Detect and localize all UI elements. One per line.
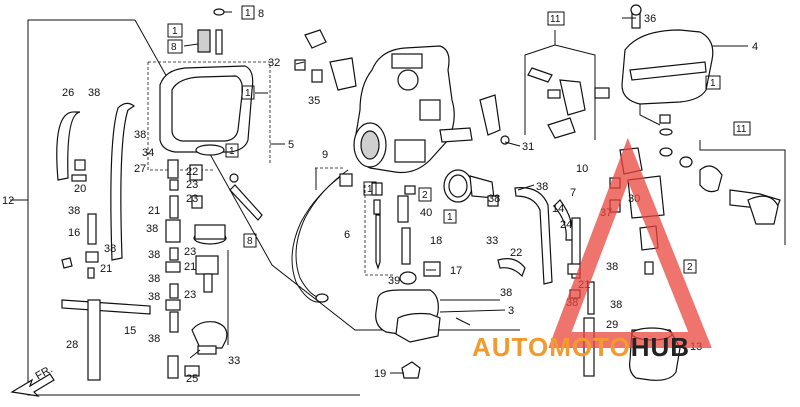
label-38-i: 38 — [500, 287, 512, 299]
label-36: 36 — [644, 13, 656, 25]
watermark-triangle-icon — [548, 137, 712, 348]
label-21-a: 21 — [148, 205, 160, 217]
label-33-a: 33 — [486, 235, 498, 247]
label-23-b: 23 — [186, 193, 198, 205]
label-38-l: 38 — [610, 299, 622, 311]
label-35: 35 — [308, 95, 320, 107]
label-11-right: 11 — [736, 124, 747, 135]
label-39: 39 — [388, 275, 400, 287]
label-8-top: 8 — [258, 8, 264, 20]
label-38-h: 38 — [148, 249, 160, 261]
label-38-d: 38 — [488, 193, 500, 205]
label-22-b: 22 — [510, 247, 522, 259]
front-direction-arrow: FR. — [10, 363, 55, 397]
bracket-32-35 — [294, 29, 357, 91]
label-26: 26 — [62, 87, 74, 99]
label-4: 4 — [752, 41, 758, 53]
watermark-text: AUTOMOTOHUB — [472, 332, 690, 362]
label-15: 15 — [124, 325, 136, 337]
watermark-auto: AUTO — [472, 332, 549, 362]
label-9: 9 — [322, 149, 328, 161]
label-38-o: 38 — [148, 333, 160, 345]
top-cover — [621, 4, 748, 168]
label-32: 32 — [268, 57, 280, 69]
label-38-f: 38 — [68, 205, 80, 217]
boxed-refs — [167, 5, 751, 274]
label-38-c: 38 — [536, 181, 548, 193]
label-25: 25 — [186, 373, 198, 385]
label-1-right: 1 — [710, 78, 716, 89]
label-7: 7 — [570, 187, 576, 199]
label-21-b: 21 — [100, 263, 112, 275]
label-38-g: 38 — [104, 243, 116, 255]
label-23-c: 23 — [184, 246, 196, 258]
label-27: 27 — [134, 163, 146, 175]
throttle-linkage — [524, 30, 610, 140]
label-16: 16 — [68, 227, 80, 239]
throttle-cable — [291, 167, 353, 303]
label-38-n: 38 — [148, 291, 160, 303]
label-1-mid: 1 — [245, 88, 251, 99]
needle-jet-parts — [364, 169, 499, 285]
label-2-b: 2 — [687, 262, 693, 273]
label-3: 3 — [508, 305, 514, 317]
label-38-m: 38 — [148, 273, 160, 285]
fitting-column — [165, 159, 229, 379]
label-31: 31 — [522, 141, 534, 153]
label-29: 29 — [606, 319, 618, 331]
watermark-moto: MOTO — [549, 332, 631, 362]
label-10: 10 — [576, 163, 588, 175]
label-19: 19 — [374, 368, 386, 380]
label-8-left: 8 — [171, 42, 177, 53]
label-18: 18 — [430, 235, 442, 247]
label-2-a: 2 — [422, 190, 428, 201]
carburetor-body — [353, 45, 510, 174]
label-1-e: 1 — [367, 184, 373, 195]
label-28: 28 — [66, 339, 78, 351]
label-24: 24 — [560, 219, 572, 231]
label-1-f: 1 — [447, 212, 453, 223]
label-21-c: 21 — [184, 261, 196, 273]
label-38-e: 38 — [146, 223, 158, 235]
label-8-mid: 8 — [247, 236, 253, 247]
label-38-b: 38 — [134, 129, 146, 141]
label-38-a: 38 — [88, 87, 100, 99]
label-1-left: 1 — [172, 26, 178, 37]
label-5: 5 — [288, 139, 294, 151]
label-1-top: 1 — [245, 8, 251, 19]
label-38-j: 38 — [606, 261, 618, 273]
label-23-d: 23 — [184, 289, 196, 301]
float-bowl-assembly — [147, 8, 271, 221]
float — [375, 289, 500, 379]
label-11-top: 11 — [550, 14, 561, 25]
label-34: 34 — [142, 147, 154, 159]
watermark-hub: HUB — [631, 332, 690, 362]
label-12: 12 — [2, 195, 14, 207]
label-17: 17 — [450, 265, 462, 277]
label-40: 40 — [420, 207, 432, 219]
label-14: 14 — [552, 203, 564, 215]
label-1-b: 1 — [229, 146, 235, 157]
label-20: 20 — [74, 183, 86, 195]
label-23-a: 23 — [186, 179, 198, 191]
label-33-b: 33 — [228, 355, 240, 367]
label-22-a: 22 — [186, 166, 198, 178]
leader-lines — [14, 11, 748, 374]
label-6: 6 — [344, 229, 350, 241]
jet-stack-left — [56, 102, 151, 381]
watermark-logo: AUTOMOTOHUB — [472, 137, 712, 362]
